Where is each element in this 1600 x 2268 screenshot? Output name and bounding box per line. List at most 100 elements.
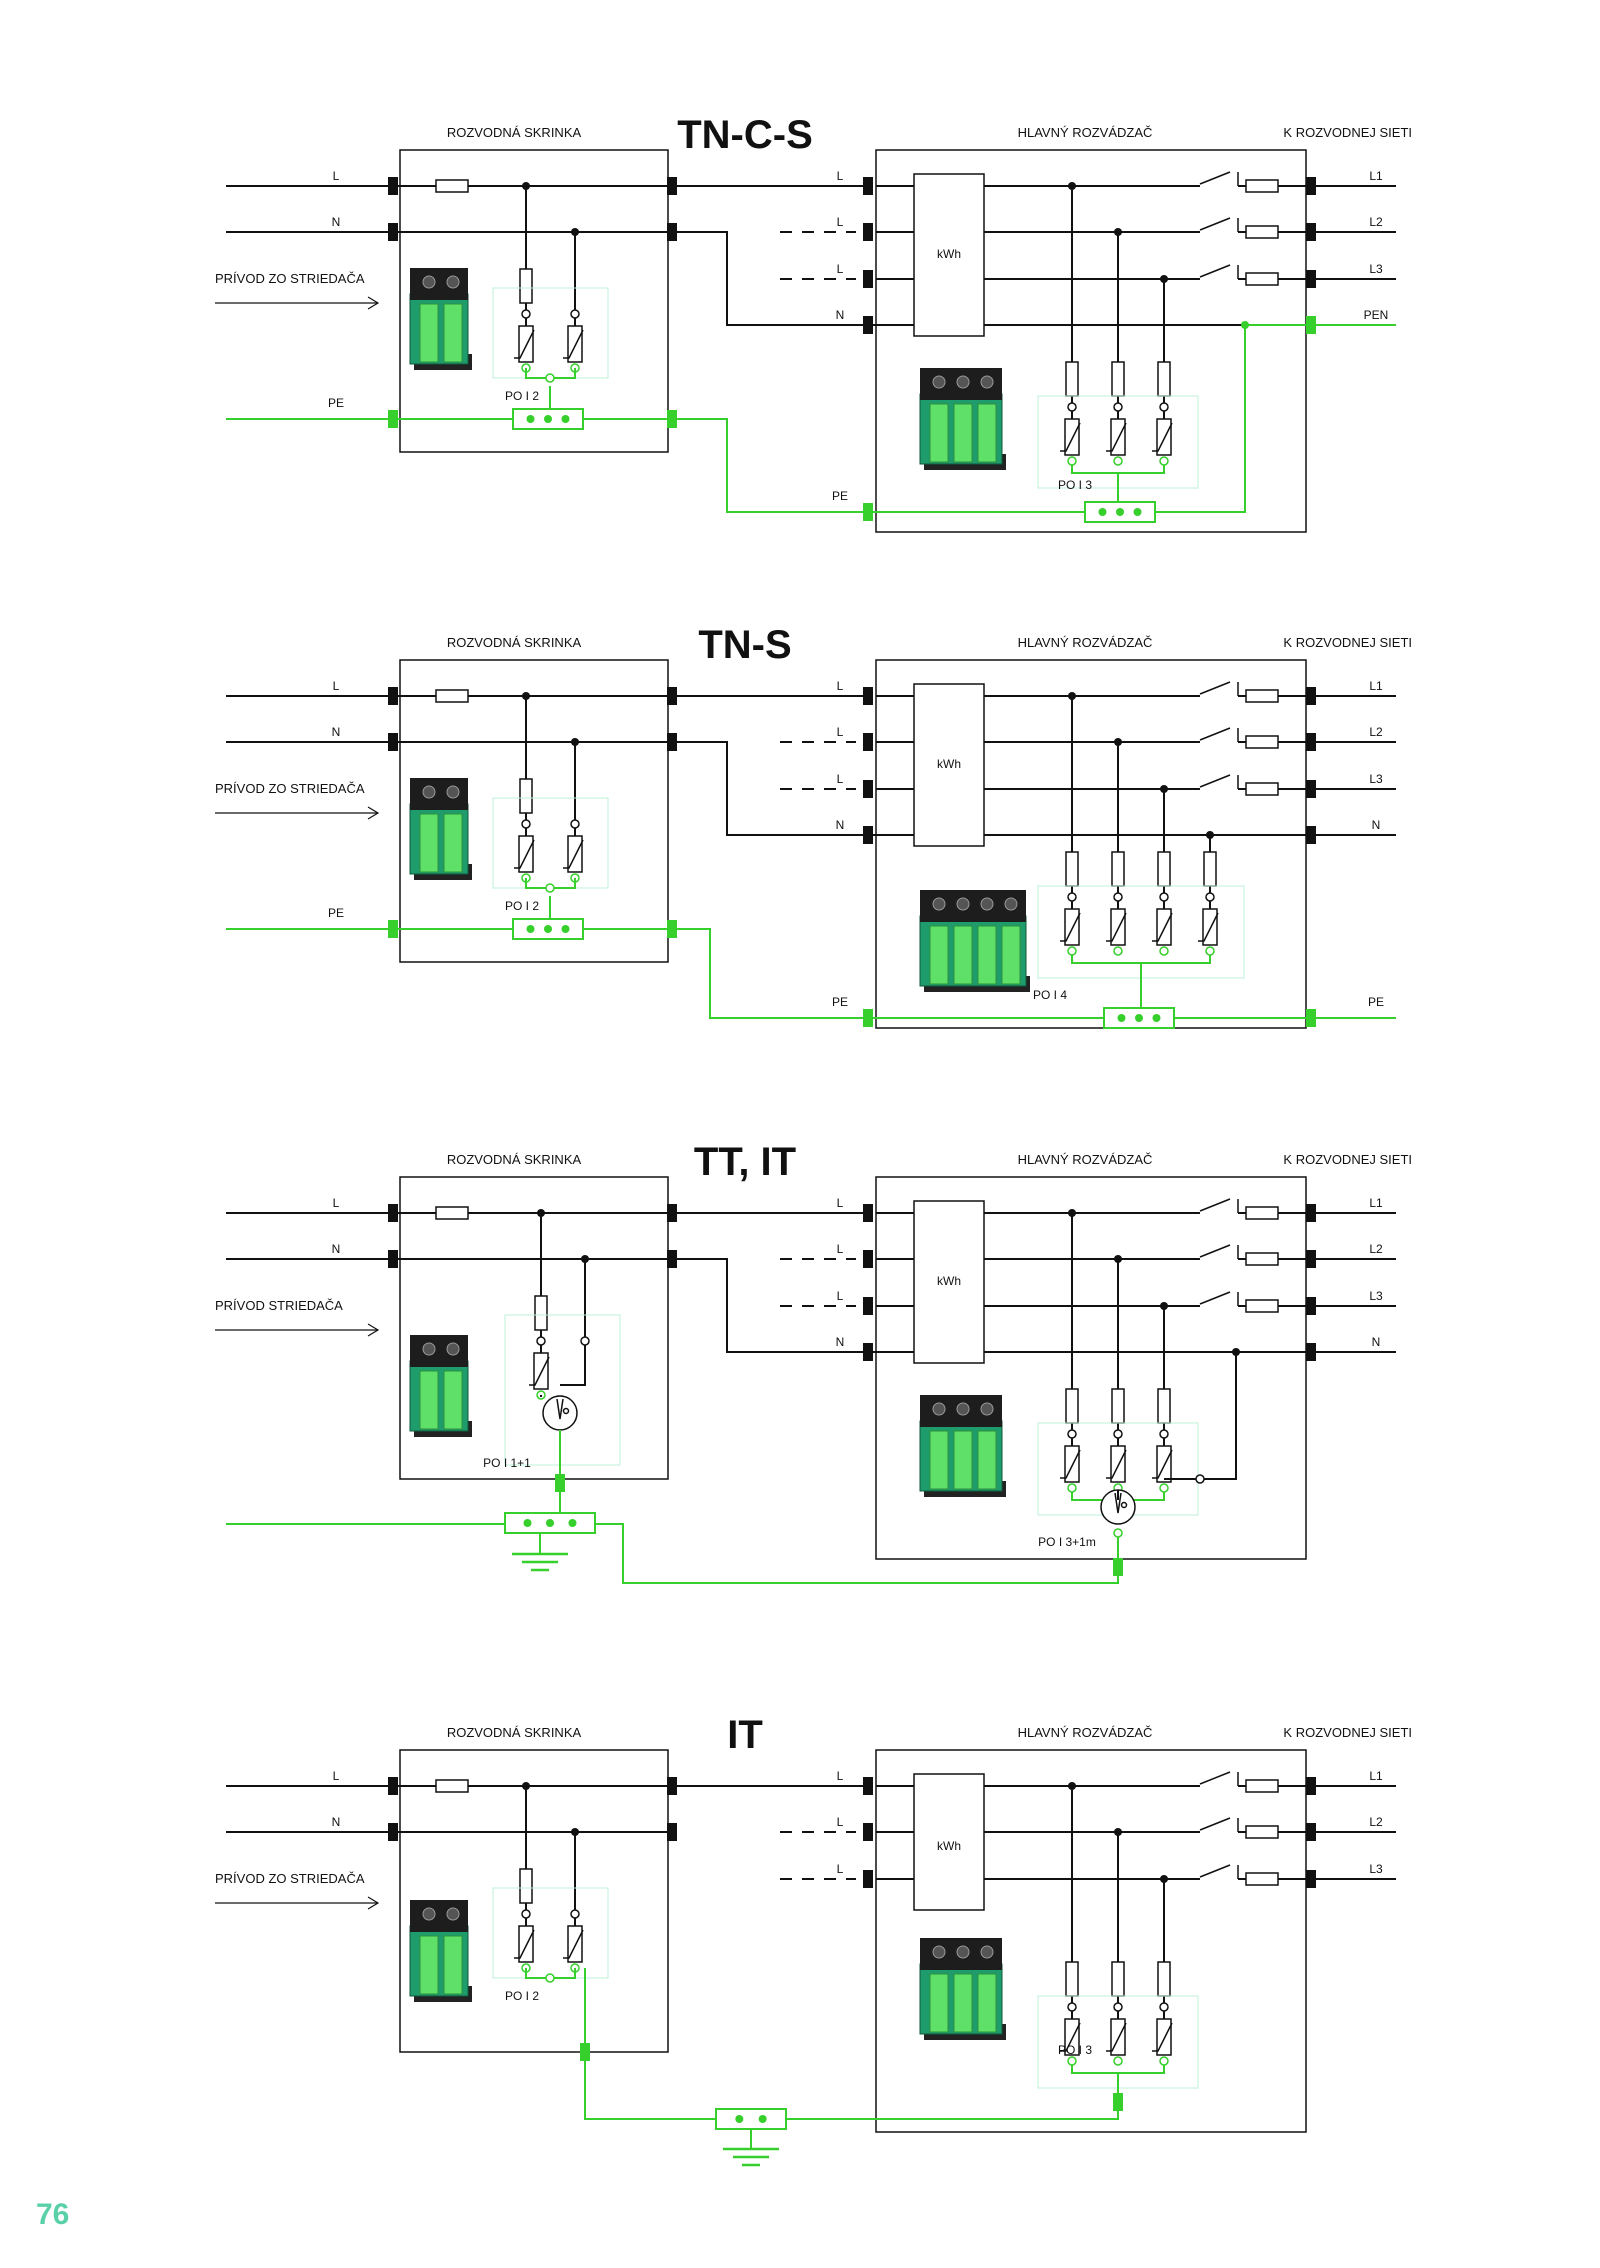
spd-terminal — [1113, 2056, 1123, 2066]
terminal-block — [388, 1777, 398, 1795]
main-switchboard-outline — [875, 1749, 1307, 2133]
module-screw — [446, 275, 460, 289]
right-box-title: HLAVNÝ ROZVÁDZAČ — [1018, 635, 1153, 650]
module-cartridge — [953, 403, 973, 463]
terminal-block — [388, 733, 398, 751]
varistor-slash — [563, 1929, 584, 1959]
output-label: L3 — [1369, 1862, 1383, 1876]
terminal-block — [863, 223, 873, 241]
busbar-terminal — [544, 415, 552, 423]
spd-terminal — [1113, 2002, 1123, 2012]
spd-left-label: PO I 2 — [505, 389, 539, 403]
row-label: L — [837, 1242, 844, 1256]
gdt-arrow — [556, 1398, 564, 1420]
module-cartridge — [443, 1370, 463, 1430]
output-label: PE — [1368, 995, 1384, 1009]
spd-terminal — [1159, 456, 1169, 466]
module-top — [410, 1900, 468, 1932]
module-screw — [422, 275, 436, 289]
meter-label: kWh — [937, 247, 961, 261]
spd-left-label: PO I 1+1 — [483, 1456, 531, 1470]
varistor-slash — [1152, 912, 1173, 942]
terminal-block — [388, 687, 398, 705]
supply-arrowhead — [367, 296, 380, 310]
spd-terminal — [1067, 1483, 1077, 1493]
main-switchboard-outline — [875, 1176, 1307, 1560]
module-top — [410, 778, 468, 810]
output-label: PEN — [1364, 308, 1389, 322]
input-label: PE — [328, 906, 344, 920]
neutral-link — [672, 231, 876, 326]
distribution-box-outline — [399, 659, 669, 963]
module-cartridge — [953, 925, 973, 985]
left-box-title: ROZVODNÁ SKRINKA — [447, 635, 582, 650]
fuse-symbol — [435, 689, 469, 703]
row-label: L — [837, 1289, 844, 1303]
terminal-block — [1306, 177, 1316, 195]
spd-left-label: PO I 2 — [505, 899, 539, 913]
input-label: N — [332, 215, 341, 229]
switch-contact — [1199, 681, 1231, 695]
terminal-block — [863, 733, 873, 751]
varistor-slash — [1106, 2022, 1127, 2052]
terminal-block — [1306, 1009, 1316, 1027]
diagram-title: TN-S — [698, 623, 791, 667]
output-label: N — [1372, 1335, 1381, 1349]
fuse-symbol — [519, 1868, 533, 1904]
spd-enclosure-left — [492, 797, 609, 889]
input-label: L — [333, 169, 340, 183]
terminal-block — [863, 1823, 873, 1841]
spd-module-icon — [409, 778, 472, 880]
terminal-block — [863, 270, 873, 288]
output-label: L1 — [1369, 679, 1383, 693]
terminal-block — [863, 177, 873, 195]
pe-line — [672, 928, 876, 1019]
terminal-block — [863, 316, 873, 334]
row-label: PE — [832, 489, 848, 503]
distribution-box-outline — [399, 1176, 669, 1480]
row-label: L — [837, 679, 844, 693]
module-cartridge — [419, 813, 439, 873]
terminal-block — [388, 177, 398, 195]
row-label: L — [837, 1815, 844, 1829]
input-label: N — [332, 1242, 341, 1256]
module-screw — [932, 1945, 946, 1959]
spd-terminal — [536, 1336, 546, 1346]
supply-arrowhead — [367, 1323, 380, 1337]
spd-terminal — [521, 1909, 531, 1919]
row-label: N — [836, 308, 845, 322]
spd-module-icon — [919, 1938, 1006, 2040]
module-top — [410, 1335, 468, 1367]
row-label: PE — [832, 995, 848, 1009]
output-label: L2 — [1369, 215, 1383, 229]
fuse-symbol — [1111, 1961, 1125, 1997]
right-box-title: HLAVNÝ ROZVÁDZAČ — [1018, 1152, 1153, 1167]
varistor-slash — [1106, 422, 1127, 452]
module-cartridge — [419, 1370, 439, 1430]
terminal-block — [1306, 733, 1316, 751]
spd-module-icon — [919, 1395, 1006, 1497]
row-label: L — [837, 772, 844, 786]
terminal-block — [388, 1823, 398, 1841]
busbar-terminal — [526, 925, 535, 933]
network-label: K ROZVODNEJ SIETI — [1283, 125, 1412, 140]
terminal-block — [388, 223, 398, 241]
pe-line — [672, 418, 876, 513]
terminal-block — [1306, 1204, 1316, 1222]
supply-label: PRÍVOD ZO STRIEDAČA — [215, 271, 365, 286]
switch-contact — [1199, 1291, 1231, 1305]
module-screw — [1004, 897, 1018, 911]
spd-right-label: PO I 3+1m — [1038, 1535, 1096, 1549]
right-box-title: HLAVNÝ ROZVÁDZAČ — [1018, 125, 1153, 140]
varistor-slash — [1106, 912, 1127, 942]
row-label: N — [836, 818, 845, 832]
supply-label: PRÍVOD ZO STRIEDAČA — [215, 1871, 365, 1886]
gdt-arrow — [1114, 1492, 1122, 1514]
busbar-terminal — [1116, 508, 1124, 516]
spd-lead — [560, 1345, 586, 1386]
network-label: K ROZVODNEJ SIETI — [1283, 1152, 1412, 1167]
row-label: N — [836, 1335, 845, 1349]
fuse-symbol — [1245, 689, 1279, 703]
busbar-terminal — [561, 925, 570, 933]
spd-terminal — [1113, 1528, 1123, 1538]
